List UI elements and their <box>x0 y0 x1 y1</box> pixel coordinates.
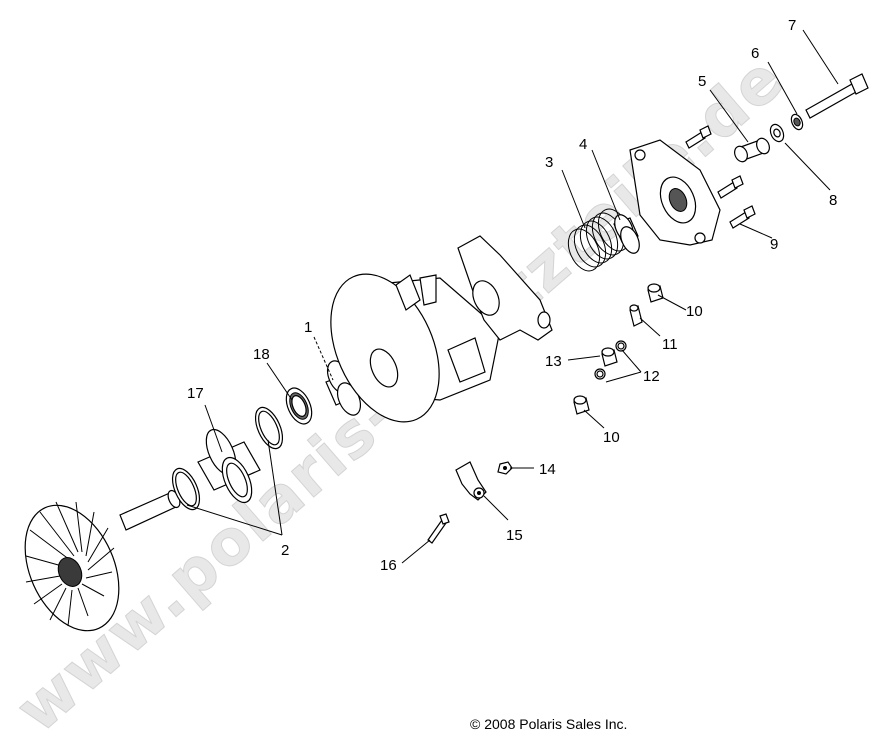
washer-small <box>790 113 804 131</box>
sleeve <box>613 214 640 254</box>
bolt-lower <box>729 205 756 229</box>
callout-14: 14 <box>539 461 556 478</box>
movable-sheave <box>330 273 501 423</box>
seal-ring <box>285 387 313 425</box>
callout-1: 1 <box>304 319 312 336</box>
callout-2: 2 <box>281 542 289 559</box>
small-bushing <box>601 347 618 367</box>
callout-3: 3 <box>545 154 553 171</box>
pin <box>629 304 643 327</box>
snap-ring-upper <box>254 406 284 450</box>
callout-6: 6 <box>751 45 759 62</box>
bolt-middle <box>717 175 744 199</box>
callout-10b: 10 <box>603 429 620 446</box>
bolt-upper <box>685 125 712 149</box>
spider <box>457 235 553 341</box>
callout-4: 4 <box>579 136 587 153</box>
o-ring-upper <box>615 340 627 352</box>
roller-upper <box>647 283 664 303</box>
callout-9: 9 <box>770 236 778 253</box>
callout-7: 7 <box>788 17 796 34</box>
callout-17: 17 <box>187 385 204 402</box>
copyright-notice: © 2008 Polaris Sales Inc. <box>470 716 628 732</box>
callout-16: 16 <box>380 557 397 574</box>
callout-13: 13 <box>545 353 562 370</box>
callout-15: 15 <box>506 527 523 544</box>
callout-11: 11 <box>662 336 678 353</box>
leader-lines <box>186 29 839 564</box>
callout-5: 5 <box>698 73 706 90</box>
o-ring-lower <box>594 368 606 380</box>
pin-bolt <box>427 513 450 544</box>
callout-10a: 10 <box>686 303 703 320</box>
fixed-sheave-with-shaft <box>24 489 181 632</box>
weight-arm <box>455 461 487 501</box>
long-bolt <box>805 73 869 119</box>
washer-large <box>769 123 785 143</box>
callout-18: 18 <box>253 346 270 363</box>
snap-ring-lower <box>171 467 201 511</box>
nut <box>497 461 513 475</box>
spacer-tube <box>197 428 261 504</box>
callout-8: 8 <box>829 192 837 209</box>
cover-bushing <box>734 137 770 163</box>
callouts: 1 2 3 4 5 6 7 8 9 10 10 11 12 13 14 15 1… <box>187 17 837 574</box>
callout-12: 12 <box>643 368 660 385</box>
roller-lower <box>573 395 590 415</box>
cover <box>629 139 721 246</box>
